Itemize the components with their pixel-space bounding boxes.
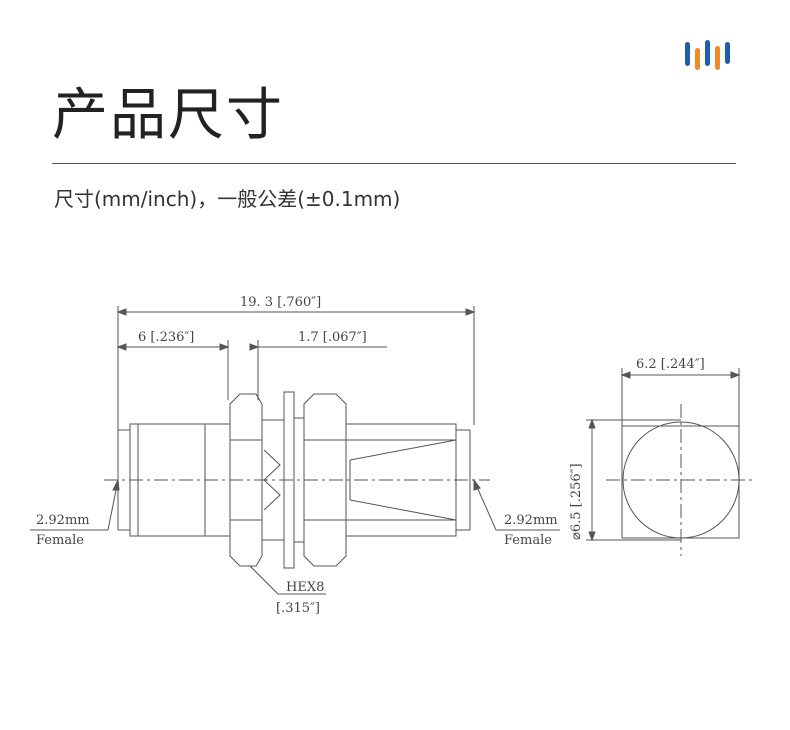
left-body-length-label: 6 [.236″] <box>138 330 194 345</box>
brand-logo-icon <box>685 40 730 70</box>
gap-length-label: 1.7 [.067″] <box>298 330 367 345</box>
hex-size-label: HEX8 <box>286 580 324 595</box>
left-port-size-label: 2.92mm <box>36 513 90 528</box>
tolerance-note: 尺寸(mm/inch)，一般公差(±0.1mm) <box>54 187 401 211</box>
overall-length-label: 19. 3 [.760″] <box>240 295 321 310</box>
left-port-type-label: Female <box>36 533 84 548</box>
title-divider <box>52 163 736 164</box>
width-label: 6.2 [.244″] <box>636 357 705 372</box>
hex-inch-label: [.315″] <box>276 601 320 616</box>
right-port-type-label: Female <box>504 533 552 548</box>
page-title: 产品尺寸 <box>52 83 284 148</box>
diameter-label: ⌀6.5 [.256″] <box>569 463 584 540</box>
right-port-size-label: 2.92mm <box>504 513 558 528</box>
